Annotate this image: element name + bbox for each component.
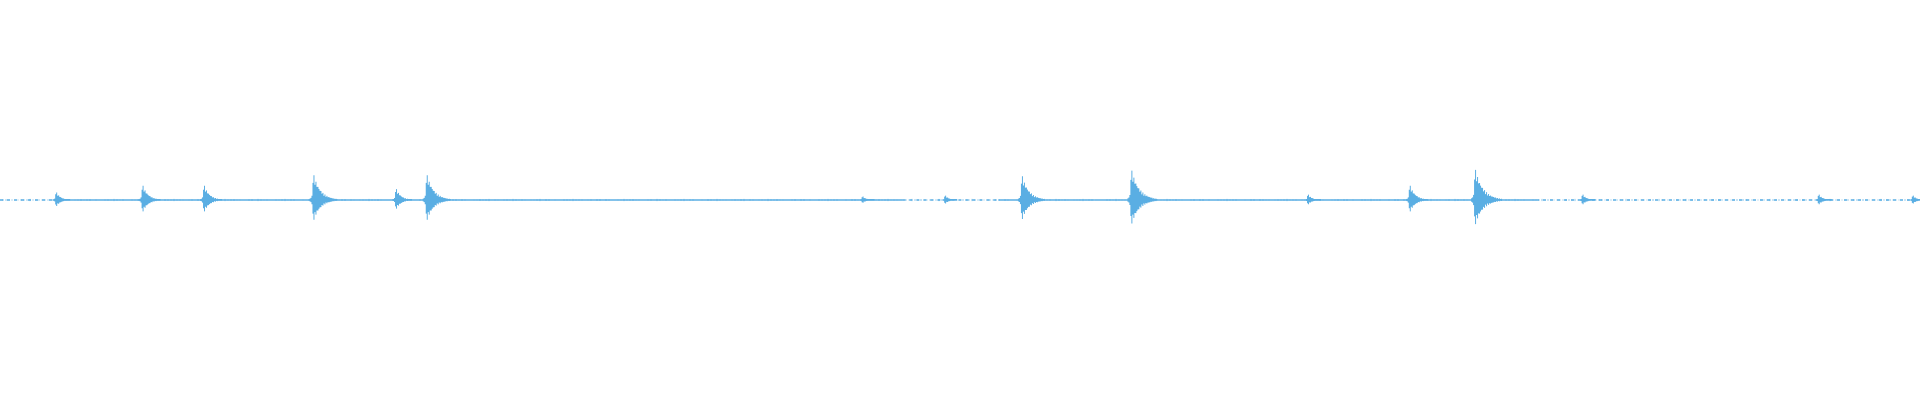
waveform-spike [1304, 194, 1322, 205]
waveform-spike [1017, 176, 1045, 219]
waveform-spike [1578, 194, 1596, 205]
waveform-spike-body [138, 185, 161, 212]
waveform-spike [309, 175, 338, 220]
waveform-spike [1471, 169, 1503, 225]
waveform-spike [1127, 170, 1158, 224]
waveform-spike-body [1814, 194, 1832, 205]
waveform-end-marker-icon [1912, 197, 1918, 203]
waveform-spike [941, 195, 958, 204]
waveform-spike [52, 192, 71, 207]
waveform-spike [200, 185, 223, 212]
waveform-spike [858, 196, 875, 203]
waveform-spike-body [1017, 176, 1045, 219]
waveform-spike-body [1578, 194, 1596, 205]
waveform-spike-body [1471, 169, 1503, 225]
waveform-spike-body [309, 175, 338, 220]
waveform-spike-body [1127, 170, 1158, 224]
waveform-spike-body [1405, 185, 1428, 212]
waveform-spike-body [1304, 194, 1322, 205]
waveform-spike [1405, 185, 1428, 212]
waveform-spike-body [422, 175, 451, 220]
waveform-spike-body [200, 185, 223, 212]
waveform-spike [138, 185, 161, 212]
waveform-spike [392, 189, 413, 209]
waveform-spike-body [392, 189, 413, 209]
waveform-spike [422, 175, 451, 220]
waveform-spike-body [941, 195, 958, 204]
waveform-spike-body [858, 196, 875, 203]
waveform-spike [1814, 194, 1832, 205]
waveform-spike-body [52, 192, 71, 207]
